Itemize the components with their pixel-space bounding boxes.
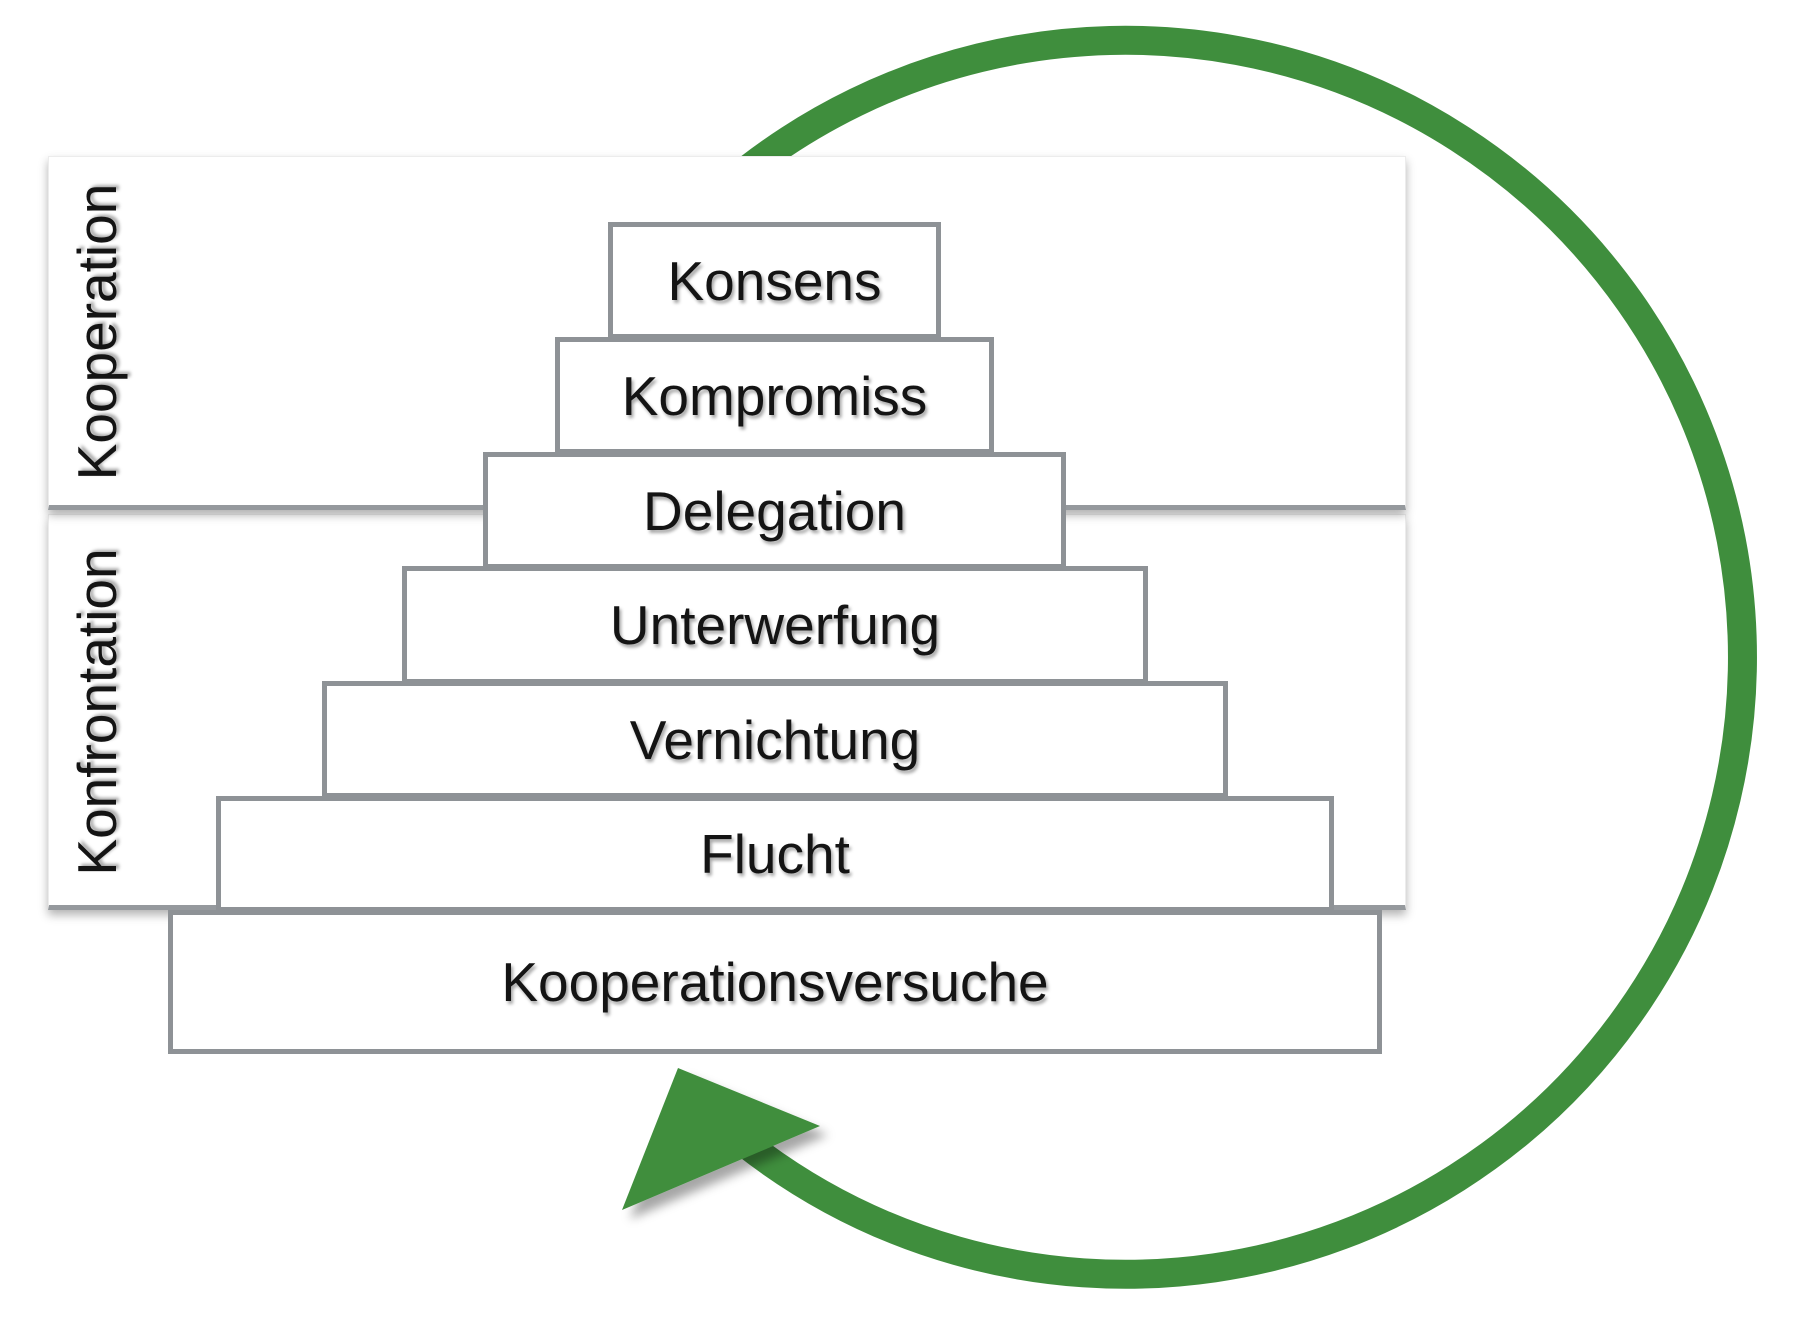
band-label-kooperation: Kooperation xyxy=(66,183,128,481)
pyramid-level-kompromiss: Kompromiss xyxy=(555,337,994,454)
cycle-arrow-arc xyxy=(578,25,1757,1289)
pyramid-level-kooperationsversuche: Kooperationsversuche xyxy=(168,910,1382,1054)
pyramid-level-vernichtung: Vernichtung xyxy=(322,681,1228,798)
pyramid-level-delegation: Delegation xyxy=(483,452,1066,569)
pyramid-level-flucht: Flucht xyxy=(216,796,1334,912)
cycle-arrow-head xyxy=(622,1068,820,1210)
band-label-konfrontation: Konfrontation xyxy=(66,548,128,876)
pyramid-level-unterwerfung: Unterwerfung xyxy=(402,566,1148,684)
pyramid-level-konsens: Konsens xyxy=(608,222,941,339)
